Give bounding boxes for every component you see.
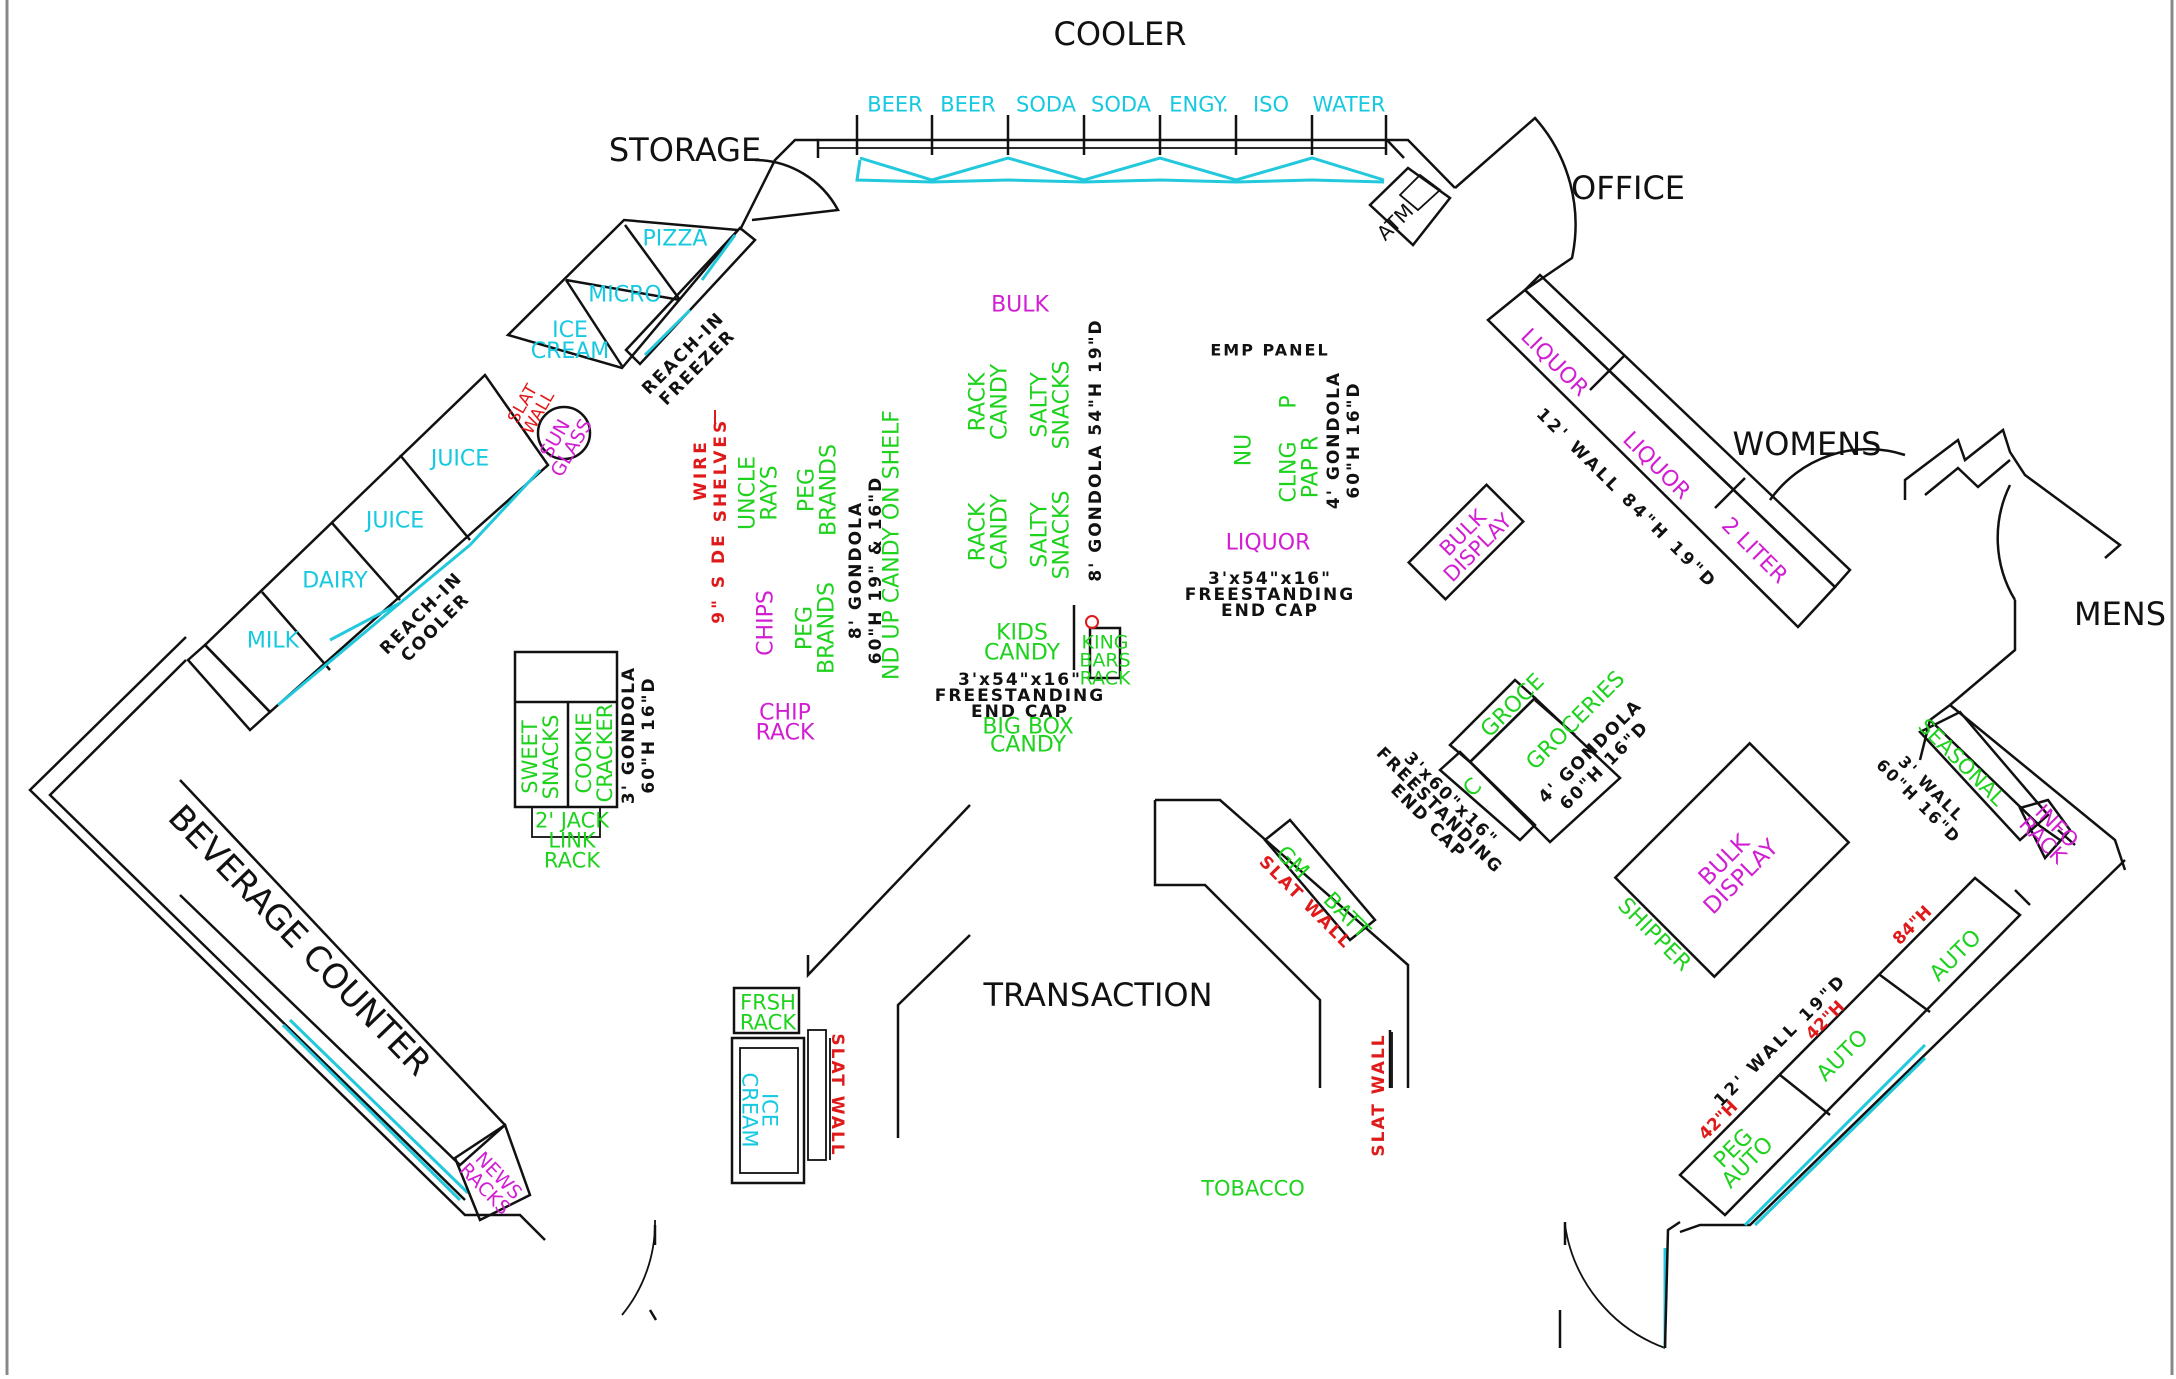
cooler-door-label: SODA — [1016, 92, 1077, 116]
transaction-counter — [806, 798, 1410, 1138]
auto-wall-dim-label: 12' WALL 19"D — [1710, 970, 1851, 1111]
rack-candy-1-label: RACKCANDY — [966, 363, 1013, 440]
cooler-door-label: SODA — [1091, 92, 1152, 116]
liquor-wall-dim-label: 12' WALL 84"H 19"D — [1532, 404, 1721, 593]
cooler-label: COOLER — [1054, 15, 1187, 53]
slat-wall-left-label: SLAT WALL — [827, 1033, 847, 1156]
reach-in-cooler — [186, 373, 550, 732]
cooler-item-juice-1: JUICE — [429, 447, 489, 472]
office-door — [1386, 116, 1577, 292]
gondola-left-dim-label: 8' GONDOLA60"H 19" & 16"D — [846, 476, 886, 664]
cooler-door-label: WATER — [1312, 92, 1385, 116]
storage-label: STORAGE — [609, 131, 761, 169]
wire-shelves-label: WIRESHELVES — [691, 418, 731, 523]
auto-1-label: AUTO — [1925, 925, 1986, 986]
gondola-3-label: 3' GONDOLA60"H 16"D — [619, 666, 659, 804]
left-entry-door — [621, 1219, 658, 1321]
liquor-wall-1-label: LIQUOR — [1515, 324, 1593, 402]
transaction-label: TRANSACTION — [983, 976, 1213, 1014]
sun-glass-rack — [536, 405, 592, 461]
groceries-endcap-label: 3'x60"x16"FREESTANDINGEND CAP — [1361, 732, 1518, 889]
shipper-label: SHIPPER — [1613, 893, 1696, 976]
bulk-display-2-label: BULKDISPLAY — [1682, 817, 1785, 920]
seasonal-wall — [1917, 704, 2127, 871]
sweet-snacks-gondola — [513, 650, 619, 838]
right-entry-door — [1558, 1220, 1681, 1349]
cooler-door-label: BEER — [940, 92, 996, 116]
grocery-gondola — [1438, 678, 1622, 844]
cooler-wall — [816, 115, 1405, 184]
cooler-door-label: BEER — [867, 92, 923, 116]
salty-snacks-1-label: SALTYSNACKS — [1028, 361, 1075, 450]
peg-brands-2-label: PEGBRANDS — [793, 582, 840, 674]
beverage-counter — [28, 636, 546, 1241]
cooler-door-label: ENGY. — [1169, 92, 1228, 116]
ice-cream-freezer-block — [730, 986, 827, 1185]
candy-shelf-label: ND UP CANDY ON SHELF — [880, 410, 905, 680]
nu-label: NU — [1232, 434, 1257, 467]
gondola-right-dim-label: 4' GONDOLA60"H 16"D — [1324, 371, 1364, 509]
mens-label: MENS — [2074, 595, 2166, 633]
bulk-label: BULK — [991, 293, 1049, 318]
auto-wall — [1678, 859, 2126, 1234]
groceries-1-label: GROCE — [1476, 669, 1549, 742]
bulk-display-1-fixture — [1406, 482, 1526, 602]
bulk-display-1-label: BULKDISPLAY — [1424, 494, 1517, 587]
gondola-mid-dim-label: 8' GONDOLA 54"H 19"D — [1086, 318, 1106, 581]
clng-label: CLNG — [1277, 441, 1302, 502]
slat-wall-right-label: SLAT WALL — [1369, 1033, 1389, 1156]
tobacco-label: TOBACCO — [1200, 1176, 1305, 1200]
reach-in-cooler-label: REACH-INCOOLER — [376, 568, 481, 673]
cooler-item-juice-2: JUICE — [364, 509, 424, 534]
storage-door — [738, 138, 840, 231]
atm-label: ATM — [1372, 199, 1418, 245]
cooler-door-label: ISO — [1253, 92, 1289, 116]
office-label: OFFICE — [1571, 169, 1685, 207]
two-liter-label: 2 LITER — [1716, 513, 1792, 589]
peg-brands-1-label: PEGBRANDS — [795, 444, 842, 536]
restroom-walls — [1768, 427, 2122, 706]
wire-dim-label: 9" S DE — [709, 532, 729, 624]
cooler-item-dairy: DAIRY — [302, 569, 368, 594]
womens-label: WOMENS — [1733, 425, 1882, 463]
chips-label: CHIPS — [754, 590, 779, 656]
atm-machine — [1368, 166, 1452, 247]
uncle-rays-label: UNCLERAYS — [736, 456, 783, 530]
freezer-item-micro: MICRO — [588, 283, 661, 308]
emp-panel-label: EMP PANEL — [1210, 341, 1329, 360]
p-label: P — [1277, 395, 1302, 408]
salty-snacks-2-label: SALTYSNACKS — [1028, 491, 1075, 580]
cookie-cracker-label: COOKIECRACKER — [572, 704, 617, 803]
reach-in-freezer-label: REACH-INFREEZER — [638, 308, 743, 413]
king-bars-rack — [1072, 605, 1122, 680]
sweet-snacks-label: SWEETSNACKS — [518, 715, 563, 800]
ice-cream-2-label: ICECREAM — [738, 1072, 782, 1147]
pap-label: PAP R — [1299, 436, 1324, 498]
bulk-display-2-fixture — [1613, 741, 1851, 979]
liquor-label: LIQUOR — [1226, 531, 1311, 556]
liquor-wall — [1486, 273, 1852, 629]
rack-candy-2-label: RACKCANDY — [966, 493, 1013, 570]
cooler-item-milk: MILK — [247, 629, 300, 654]
freezer-item-pizza: PIZZA — [643, 227, 708, 252]
reach-in-freezer — [505, 218, 757, 370]
